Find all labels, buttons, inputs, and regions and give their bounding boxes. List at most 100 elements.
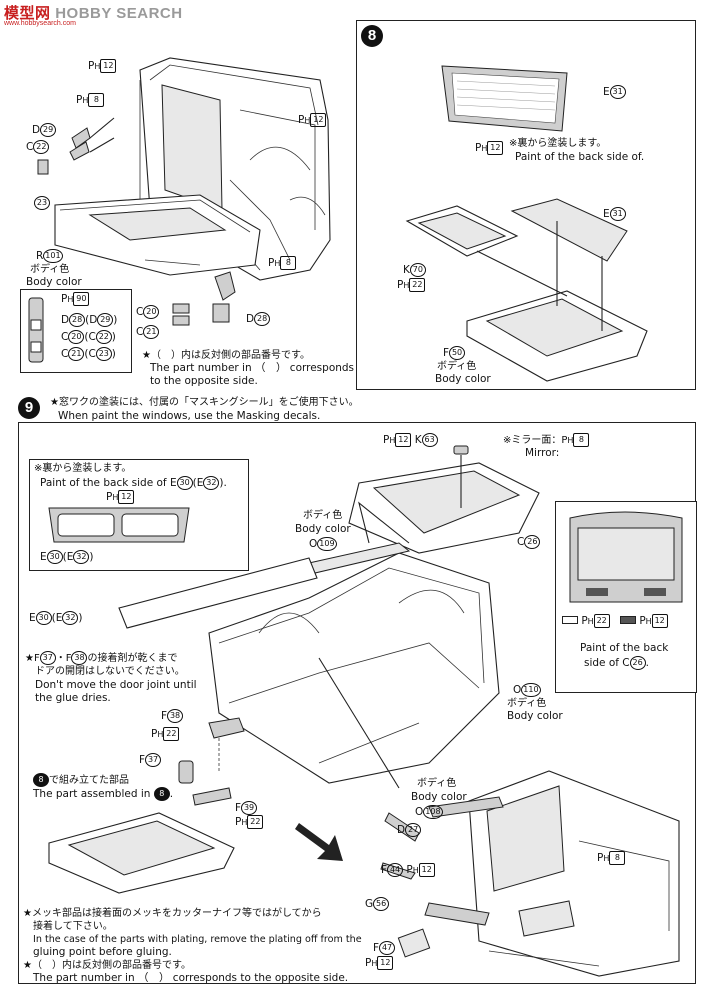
step9-rear-van-drawing	[468, 770, 680, 977]
step9-body-color3-en: Body color	[411, 791, 467, 803]
step9-warning-en1: Don't move the door joint until	[35, 679, 197, 691]
step7-note-jp: ★（ ）内は反対側の部品番号です。	[142, 350, 310, 361]
step9-body-color-jp: ボディ色	[303, 510, 343, 521]
step9-inset-window-drawing	[48, 507, 190, 543]
step9-main-body-drawing	[118, 445, 540, 789]
step9-rear-small-parts	[380, 796, 504, 958]
step9-hinge-parts	[178, 717, 245, 806]
step9-inset-rear-door-drawing	[569, 511, 683, 603]
step9-inset-note-jp: ※裏から塗装します。	[34, 463, 132, 474]
step9-opposite-en: The part number in （ ） corresponds to th…	[33, 972, 349, 984]
step7-part23-label: 23	[34, 196, 50, 210]
step9-body-color3-jp: ボディ色	[417, 778, 457, 789]
step7-body-color-jp: ボディ色	[30, 264, 70, 275]
step7-bumper-drawing	[54, 194, 261, 276]
step8-assembly-drawing	[405, 198, 648, 382]
step9-number: 9	[18, 397, 40, 419]
step8-note-jp: ※裏から塗装します。	[509, 138, 607, 149]
step9-direction-arrow	[295, 823, 343, 861]
step8-body-color-jp: ボディ色	[437, 361, 477, 372]
step9-warning-en2: the glue dries.	[35, 692, 111, 704]
step9-plating-jp1: ★メッキ部品は接着面のメッキをカッターナイフ等ではがしてから	[23, 908, 322, 919]
watermark-brand-en: HOBBY SEARCH	[55, 5, 183, 22]
step7-legend-swatch	[28, 297, 44, 363]
step7-light-assembly	[37, 117, 115, 175]
step9-body-color2-jp: ボディ色	[507, 698, 547, 709]
step9-opposite-jp: ★（ ）内は反対側の部品番号です。	[23, 960, 191, 971]
step9-body-color2-en: Body color	[507, 710, 563, 722]
step8-body-color-en: Body color	[435, 373, 491, 385]
step8-note-en: Paint of the back side of.	[515, 151, 645, 163]
watermark-brand-cn: 模型网	[4, 5, 51, 22]
step9-header-en: When paint the windows, use the Masking …	[58, 410, 321, 422]
step9-plating-jp2: 接着して下さい。	[33, 921, 113, 932]
step9-body-color-en: Body color	[295, 523, 351, 535]
step9-warning-jp2: ドアの開閉はしないでください。	[35, 666, 185, 677]
watermark-logo: 模型网 HOBBY SEARCH	[4, 2, 183, 23]
step9-assembled-floor	[48, 812, 235, 894]
step9-plating-en2: gluing point before gluing.	[33, 946, 172, 958]
step9-inset-note1: Paint of the back	[580, 642, 669, 654]
step7-lamp-parts	[172, 271, 236, 326]
step8-number: 8	[361, 25, 383, 47]
step9-header-jp: ★窓ワクの塗装には、付属の「マスキングシール」をご使用下さい。	[50, 397, 359, 408]
step7-note-en1: The part number in （ ） corresponds	[150, 362, 355, 374]
step7-body-color-en: Body color	[26, 276, 82, 288]
step9-mirror-en: Mirror:	[525, 447, 560, 459]
step9-plating-en1: In the case of the parts with plating, r…	[33, 934, 362, 945]
step7-note-en2: to the opposite side.	[150, 375, 258, 387]
step8-window-glass	[441, 65, 568, 132]
